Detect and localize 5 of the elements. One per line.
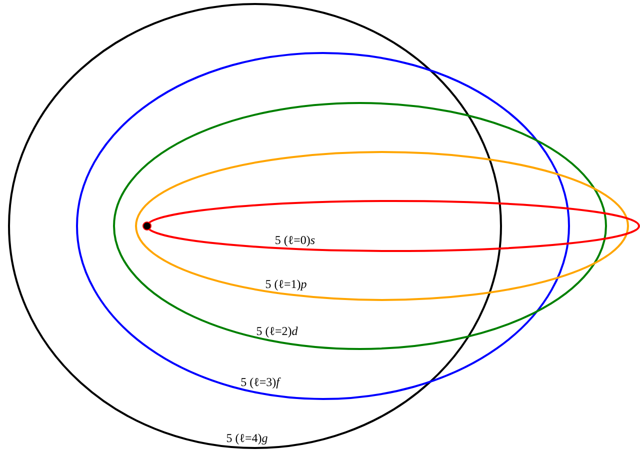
orbit-label: 5 (ℓ=2)d: [256, 324, 298, 339]
orbit-label: 5 (ℓ=4)g: [226, 431, 268, 446]
orbit-label: 5 (ℓ=0)s: [274, 233, 316, 248]
orbit-label: 5 (ℓ=1)p: [265, 277, 307, 292]
orbit-label: 5 (ℓ=3)f: [240, 375, 280, 390]
